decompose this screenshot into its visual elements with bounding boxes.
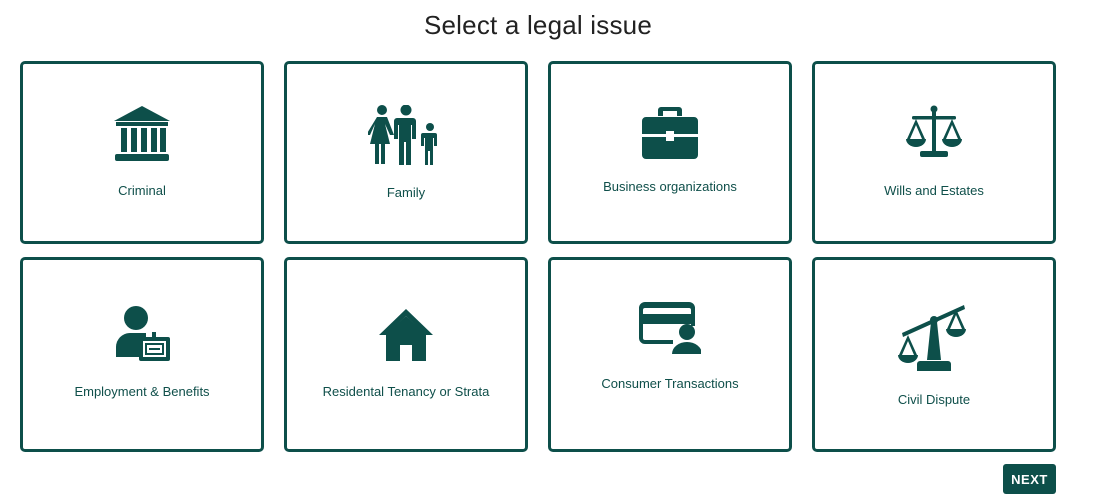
- issue-label: Family: [386, 185, 426, 200]
- issue-card-employment-benefits[interactable]: Employment & Benefits: [20, 257, 264, 452]
- issue-card-civil-dispute[interactable]: Civil Dispute: [812, 257, 1056, 452]
- family-icon: [287, 105, 525, 165]
- issue-label: Wills and Estates: [884, 183, 984, 198]
- issue-label: Residental Tenancy or Strata: [322, 384, 490, 399]
- issue-label: Business organizations: [603, 179, 737, 194]
- courthouse-icon: [23, 106, 261, 162]
- issue-card-criminal[interactable]: Criminal: [20, 61, 264, 244]
- briefcase-icon: [551, 105, 789, 159]
- issue-card-residential-tenancy[interactable]: Residental Tenancy or Strata: [284, 257, 528, 452]
- next-button[interactable]: NEXT: [1003, 464, 1056, 494]
- page-title: Select a legal issue: [423, 10, 653, 40]
- issue-card-consumer-transactions[interactable]: Consumer Transactions: [548, 257, 792, 452]
- issue-label: Civil Dispute: [897, 392, 971, 407]
- issue-card-business-organizations[interactable]: Business organizations: [548, 61, 792, 244]
- tilted-scales-icon: [815, 301, 1053, 373]
- credit-card-user-icon: [551, 302, 789, 356]
- house-icon: [287, 309, 525, 361]
- issue-label: Criminal: [118, 183, 166, 198]
- issue-label: Consumer Transactions: [601, 376, 739, 391]
- scales-icon: [815, 105, 1053, 159]
- issue-label: Employment & Benefits: [74, 384, 210, 399]
- issue-card-family[interactable]: Family: [284, 61, 528, 244]
- employee-badge-icon: [23, 305, 261, 361]
- issue-card-wills-and-estates[interactable]: Wills and Estates: [812, 61, 1056, 244]
